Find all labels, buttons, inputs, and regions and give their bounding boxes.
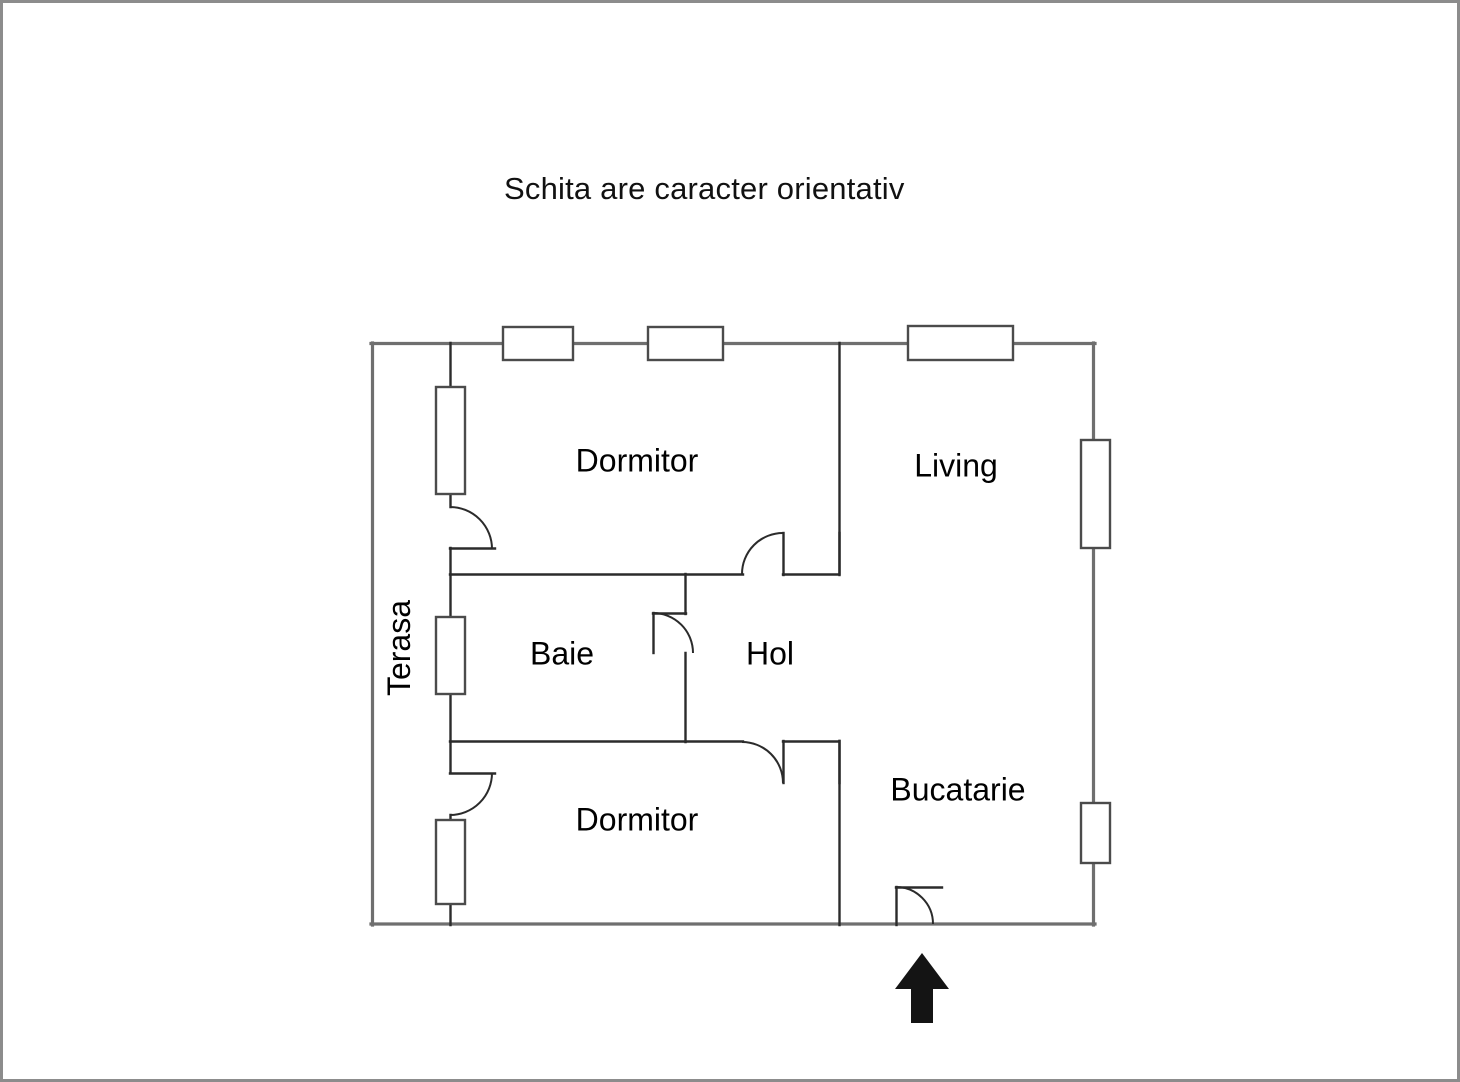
window-top-1 [501, 325, 575, 362]
window-terasa-3 [434, 818, 467, 906]
door-arc-dormitor-top-hol [741, 532, 784, 575]
window-top-living [906, 324, 1015, 362]
floor-plan-canvas: Schita are caracter orientativ [369, 171, 1112, 1023]
room-labels: Dormitor Living Baie Hol Dormitor Bucata… [381, 442, 1026, 837]
room-label-dormitor-bottom: Dormitor [576, 801, 699, 837]
room-label-hol: Hol [746, 635, 794, 671]
room-label-terasa: Terasa [381, 600, 417, 696]
door-arc-baie-hol [652, 612, 694, 654]
window-right-bucatarie [1079, 801, 1112, 865]
door-arc-dormitor-top-terasa [449, 506, 493, 550]
window-terasa-1 [434, 385, 467, 496]
inner-walls [448, 341, 944, 927]
room-label-dormitor-top: Dormitor [576, 442, 699, 478]
room-label-bucatarie: Bucatarie [890, 771, 1025, 807]
page-title: Schita are caracter orientativ [504, 171, 905, 206]
entrance-arrow-icon [895, 953, 949, 1023]
windows-group [434, 324, 1112, 906]
door-arc-hol-dormitor-bottom [741, 741, 784, 784]
room-label-living: Living [914, 447, 998, 483]
door-arc-entrance-bucatarie [895, 886, 934, 925]
window-right-living [1079, 438, 1112, 550]
outer-walls [369, 341, 1097, 927]
window-terasa-2 [434, 615, 467, 696]
window-top-2 [646, 325, 725, 362]
room-label-baie: Baie [530, 635, 594, 671]
doors-group [449, 506, 934, 925]
door-arc-dormitor-bot-terasa [449, 772, 493, 816]
